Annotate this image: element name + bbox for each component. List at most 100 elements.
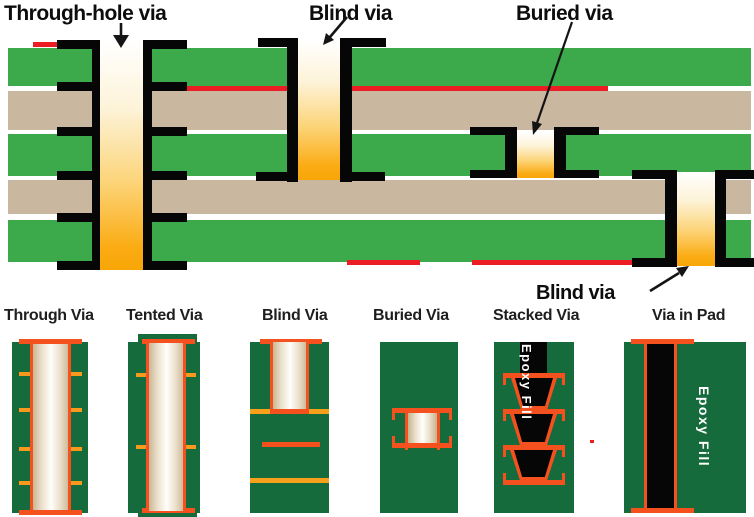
pad-serif: [562, 473, 565, 480]
card-blind-via: [250, 339, 329, 513]
label-blind-via-top: Blind via: [309, 2, 393, 25]
via-wall-left: [146, 343, 149, 511]
via-pad-rail: [503, 373, 565, 378]
tent-mask-bottom: [138, 511, 197, 517]
card-label-stacked-via: Stacked Via: [493, 307, 580, 324]
blind-via-bottom-wall-left: [665, 170, 677, 267]
via-wall-right: [437, 411, 440, 450]
via-pad: [554, 170, 599, 178]
via-cap-top: [260, 339, 322, 344]
via-pad: [57, 171, 100, 180]
via-pad: [143, 213, 187, 222]
via-pad: [258, 38, 298, 47]
via-pad: [554, 127, 599, 135]
blind-via-top-wall-right: [340, 38, 352, 182]
trace-inner-left: [186, 86, 287, 91]
via-pad: [57, 261, 100, 270]
via-pad: [57, 213, 100, 222]
via-wall-left: [644, 342, 647, 513]
buried-via-barrel: [517, 132, 554, 178]
layer-tick: [186, 445, 196, 449]
card-stacked-via: Epoxy Fill: [494, 342, 574, 513]
trace-top-left: [33, 42, 58, 47]
epoxy-fill-label: Epoxy Fill: [519, 344, 534, 421]
via-pad: [57, 127, 100, 136]
via-wall-left: [30, 342, 33, 513]
layer-tick: [71, 372, 82, 376]
blind-bottom-arrow: [649, 271, 680, 293]
through-hole-via-wall-right: [143, 40, 152, 270]
via-cap-top: [142, 339, 195, 344]
via-pad: [632, 258, 677, 267]
card-label-buried-via: Buried Via: [373, 307, 449, 324]
pad-serif: [449, 413, 452, 420]
inner-trace-line: [262, 442, 320, 447]
via-pad-rail: [503, 409, 565, 414]
inner-layer-line: [250, 478, 329, 483]
via-barrel: [408, 413, 437, 448]
trace-bottom-right: [472, 260, 632, 265]
card-via-in-pad: Epoxy Fill: [624, 339, 746, 513]
via-pad: [256, 172, 298, 181]
card-label-blind-via: Blind Via: [262, 307, 328, 324]
pad-serif: [503, 450, 506, 457]
layer-tick: [71, 481, 82, 485]
label-buried-via: Buried via: [516, 2, 613, 25]
pad-serif: [562, 450, 565, 457]
via-pad: [143, 171, 187, 180]
via-pad-rail: [503, 445, 565, 450]
via-wall-right: [674, 342, 677, 513]
via-pad: [340, 172, 385, 181]
layer-tick: [136, 445, 146, 449]
via-wall-left: [405, 411, 408, 450]
buried-via-wall-right: [554, 127, 566, 178]
epoxy-fill-label: Epoxy Fill: [696, 386, 712, 468]
trace-bottom-left: [347, 260, 420, 265]
blind-via-top-wall-left: [287, 38, 298, 182]
via-pad-bottom: [392, 443, 452, 448]
via-pad: [57, 40, 100, 49]
epoxy-column: [520, 342, 547, 375]
stacked-via-3: [510, 450, 557, 480]
layer-tick: [19, 372, 30, 376]
through-hole-via-barrel: [100, 40, 143, 270]
card-through-via: [12, 339, 88, 515]
via-pad-rail: [503, 480, 565, 485]
via-pad: [143, 127, 187, 136]
pad-serif: [503, 414, 506, 421]
layer-tick: [186, 373, 196, 377]
pad-serif: [562, 378, 565, 385]
card-tented-via: [128, 334, 200, 517]
card-label-tented-via: Tented Via: [126, 307, 203, 324]
blind-via-bottom-barrel: [677, 172, 715, 266]
stacked-via-1: [511, 378, 557, 409]
via-pad: [143, 261, 187, 270]
layer-tick: [71, 408, 82, 412]
via-pad: [57, 82, 100, 91]
stacked-via-3-fill: [514, 450, 553, 477]
card-buried-via: [380, 342, 458, 513]
via-wall-right: [183, 343, 186, 511]
via-barrel: [272, 342, 308, 410]
via-pad: [715, 258, 754, 267]
via-pad: [632, 170, 677, 179]
via-pad: [143, 82, 187, 91]
via-cap-top: [631, 339, 694, 344]
via-pad-top: [392, 408, 452, 413]
pad-serif: [503, 473, 506, 480]
via-cap-bottom: [19, 510, 82, 515]
pad-serif: [392, 436, 395, 443]
via-cap-bottom: [270, 409, 309, 414]
layer-tick: [19, 408, 30, 412]
through-hole-via-wall-left: [92, 40, 100, 270]
label-through-hole-via: Through-hole via: [4, 2, 167, 25]
layer-tick: [136, 373, 146, 377]
via-cap-bottom: [631, 508, 694, 513]
red-artifact-dot: [590, 440, 594, 443]
via-pad: [470, 127, 517, 135]
layer-tick: [71, 447, 82, 451]
via-wall-right: [306, 342, 309, 413]
pad-serif: [392, 413, 395, 420]
via-pad: [470, 170, 517, 178]
